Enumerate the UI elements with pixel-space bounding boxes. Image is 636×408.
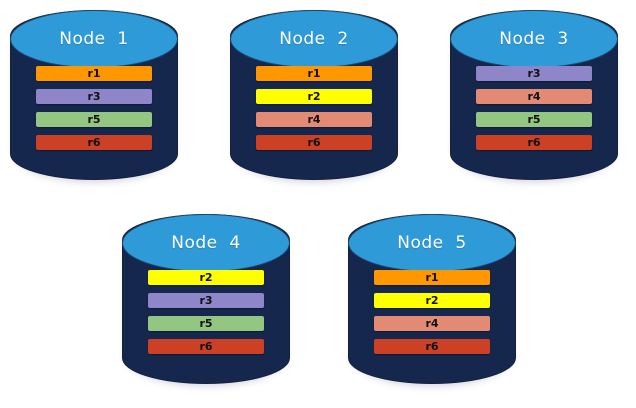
node-label: Node 5: [397, 233, 467, 253]
replica-bar[interactable]: r6: [374, 339, 490, 354]
cylinder-top: Node 5: [348, 214, 516, 272]
replica-list: r1 r2 r4 r6: [346, 270, 518, 354]
node-label: Node 2: [279, 29, 349, 49]
cylinder-top: Node 1: [10, 10, 178, 68]
cylinder-top: Node 4: [122, 214, 290, 272]
node-label: Node 1: [59, 29, 129, 49]
replica-bar[interactable]: r1: [256, 66, 372, 81]
replica-list: r3 r4 r5 r6: [448, 66, 620, 150]
replica-bar[interactable]: r2: [148, 270, 264, 285]
cylinder-top: Node 3: [450, 10, 618, 68]
replica-list: r2 r3 r5 r6: [120, 270, 292, 354]
replica-bar[interactable]: r6: [148, 339, 264, 354]
replica-bar[interactable]: r4: [374, 316, 490, 331]
node-label: Node 3: [499, 29, 569, 49]
replica-bar[interactable]: r6: [476, 135, 592, 150]
node-cylinder-1[interactable]: Node 1 r1 r3 r5 r6: [8, 6, 180, 184]
replica-bar[interactable]: r5: [476, 112, 592, 127]
replica-bar[interactable]: r3: [476, 66, 592, 81]
replica-bar[interactable]: r5: [148, 316, 264, 331]
replica-bar[interactable]: r6: [256, 135, 372, 150]
replica-bar[interactable]: r3: [36, 89, 152, 104]
node-label: Node 4: [171, 233, 241, 253]
replica-list: r1 r3 r5 r6: [8, 66, 180, 150]
node-cylinder-4[interactable]: Node 4 r2 r3 r5 r6: [120, 210, 292, 388]
replica-bar[interactable]: r1: [374, 270, 490, 285]
replica-bar[interactable]: r3: [148, 293, 264, 308]
replica-bar[interactable]: r2: [256, 89, 372, 104]
replica-bar[interactable]: r4: [476, 89, 592, 104]
replica-bar[interactable]: r1: [36, 66, 152, 81]
replica-bar[interactable]: r6: [36, 135, 152, 150]
node-cylinder-5[interactable]: Node 5 r1 r2 r4 r6: [346, 210, 518, 388]
node-cylinder-2[interactable]: Node 2 r1 r2 r4 r6: [228, 6, 400, 184]
replica-bar[interactable]: r2: [374, 293, 490, 308]
replica-bar[interactable]: r5: [36, 112, 152, 127]
replica-bar[interactable]: r4: [256, 112, 372, 127]
cylinder-top: Node 2: [230, 10, 398, 68]
replica-list: r1 r2 r4 r6: [228, 66, 400, 150]
node-cylinder-3[interactable]: Node 3 r3 r4 r5 r6: [448, 6, 620, 184]
